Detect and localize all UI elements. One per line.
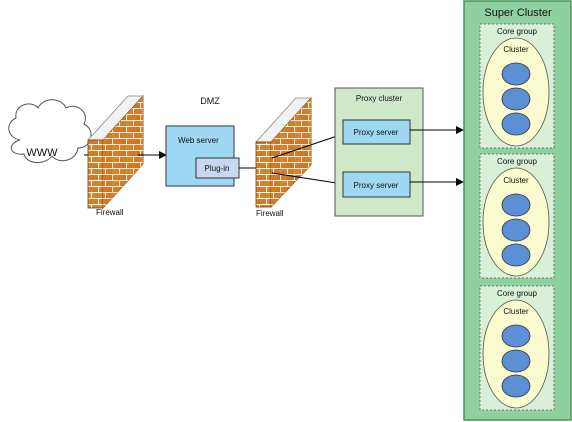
cluster-member xyxy=(501,193,531,217)
link-firewall-proxy-2 xyxy=(271,172,344,187)
core-group: Core group Cluster xyxy=(479,23,555,149)
cluster-member xyxy=(501,62,531,86)
proxy-cluster-title: Proxy cluster xyxy=(356,94,403,103)
cluster-member xyxy=(501,218,531,242)
core-group-label: Core group xyxy=(497,27,538,36)
super-cluster: Super Cluster Core group Cluster Core gr… xyxy=(463,0,572,421)
proxy-server-2-label: Proxy server xyxy=(354,181,399,190)
cluster-label: Cluster xyxy=(503,307,529,316)
proxy-server-2 xyxy=(342,171,411,198)
firewall-inner-icon xyxy=(255,96,312,208)
cluster-member xyxy=(501,374,531,398)
plugin-label: Plug-in xyxy=(205,164,230,173)
cluster-member xyxy=(501,349,531,373)
core-group-label: Core group xyxy=(497,289,538,298)
cluster-member xyxy=(501,243,531,267)
proxy-cluster: Proxy cluster Proxy server Proxy server xyxy=(334,87,424,217)
firewall-inner-label: Firewall xyxy=(256,209,284,218)
web-server-label: Web server xyxy=(178,136,219,145)
core-group-label: Core group xyxy=(497,157,538,166)
core-group: Core group Cluster xyxy=(479,285,555,411)
cluster-member xyxy=(501,87,531,111)
cluster-label: Cluster xyxy=(503,176,529,185)
firewall-outer-icon xyxy=(87,94,144,210)
firewall-outer-label: Firewall xyxy=(96,208,124,217)
proxy-server-1-label: Proxy server xyxy=(354,128,399,137)
core-group: Core group Cluster xyxy=(479,153,555,279)
cluster-label: Cluster xyxy=(503,45,529,54)
super-cluster-title: Super Cluster xyxy=(484,7,552,19)
internet-label: WWW xyxy=(26,147,58,159)
cluster-member xyxy=(501,324,531,348)
dmz-label: DMZ xyxy=(200,96,220,106)
web-server-node: Web server Plug-in xyxy=(165,125,240,187)
proxy-server-1 xyxy=(342,119,411,145)
cluster-member xyxy=(501,112,531,136)
link-firewall-proxy-1 xyxy=(271,132,344,159)
internet-cloud: WWW xyxy=(8,99,92,163)
